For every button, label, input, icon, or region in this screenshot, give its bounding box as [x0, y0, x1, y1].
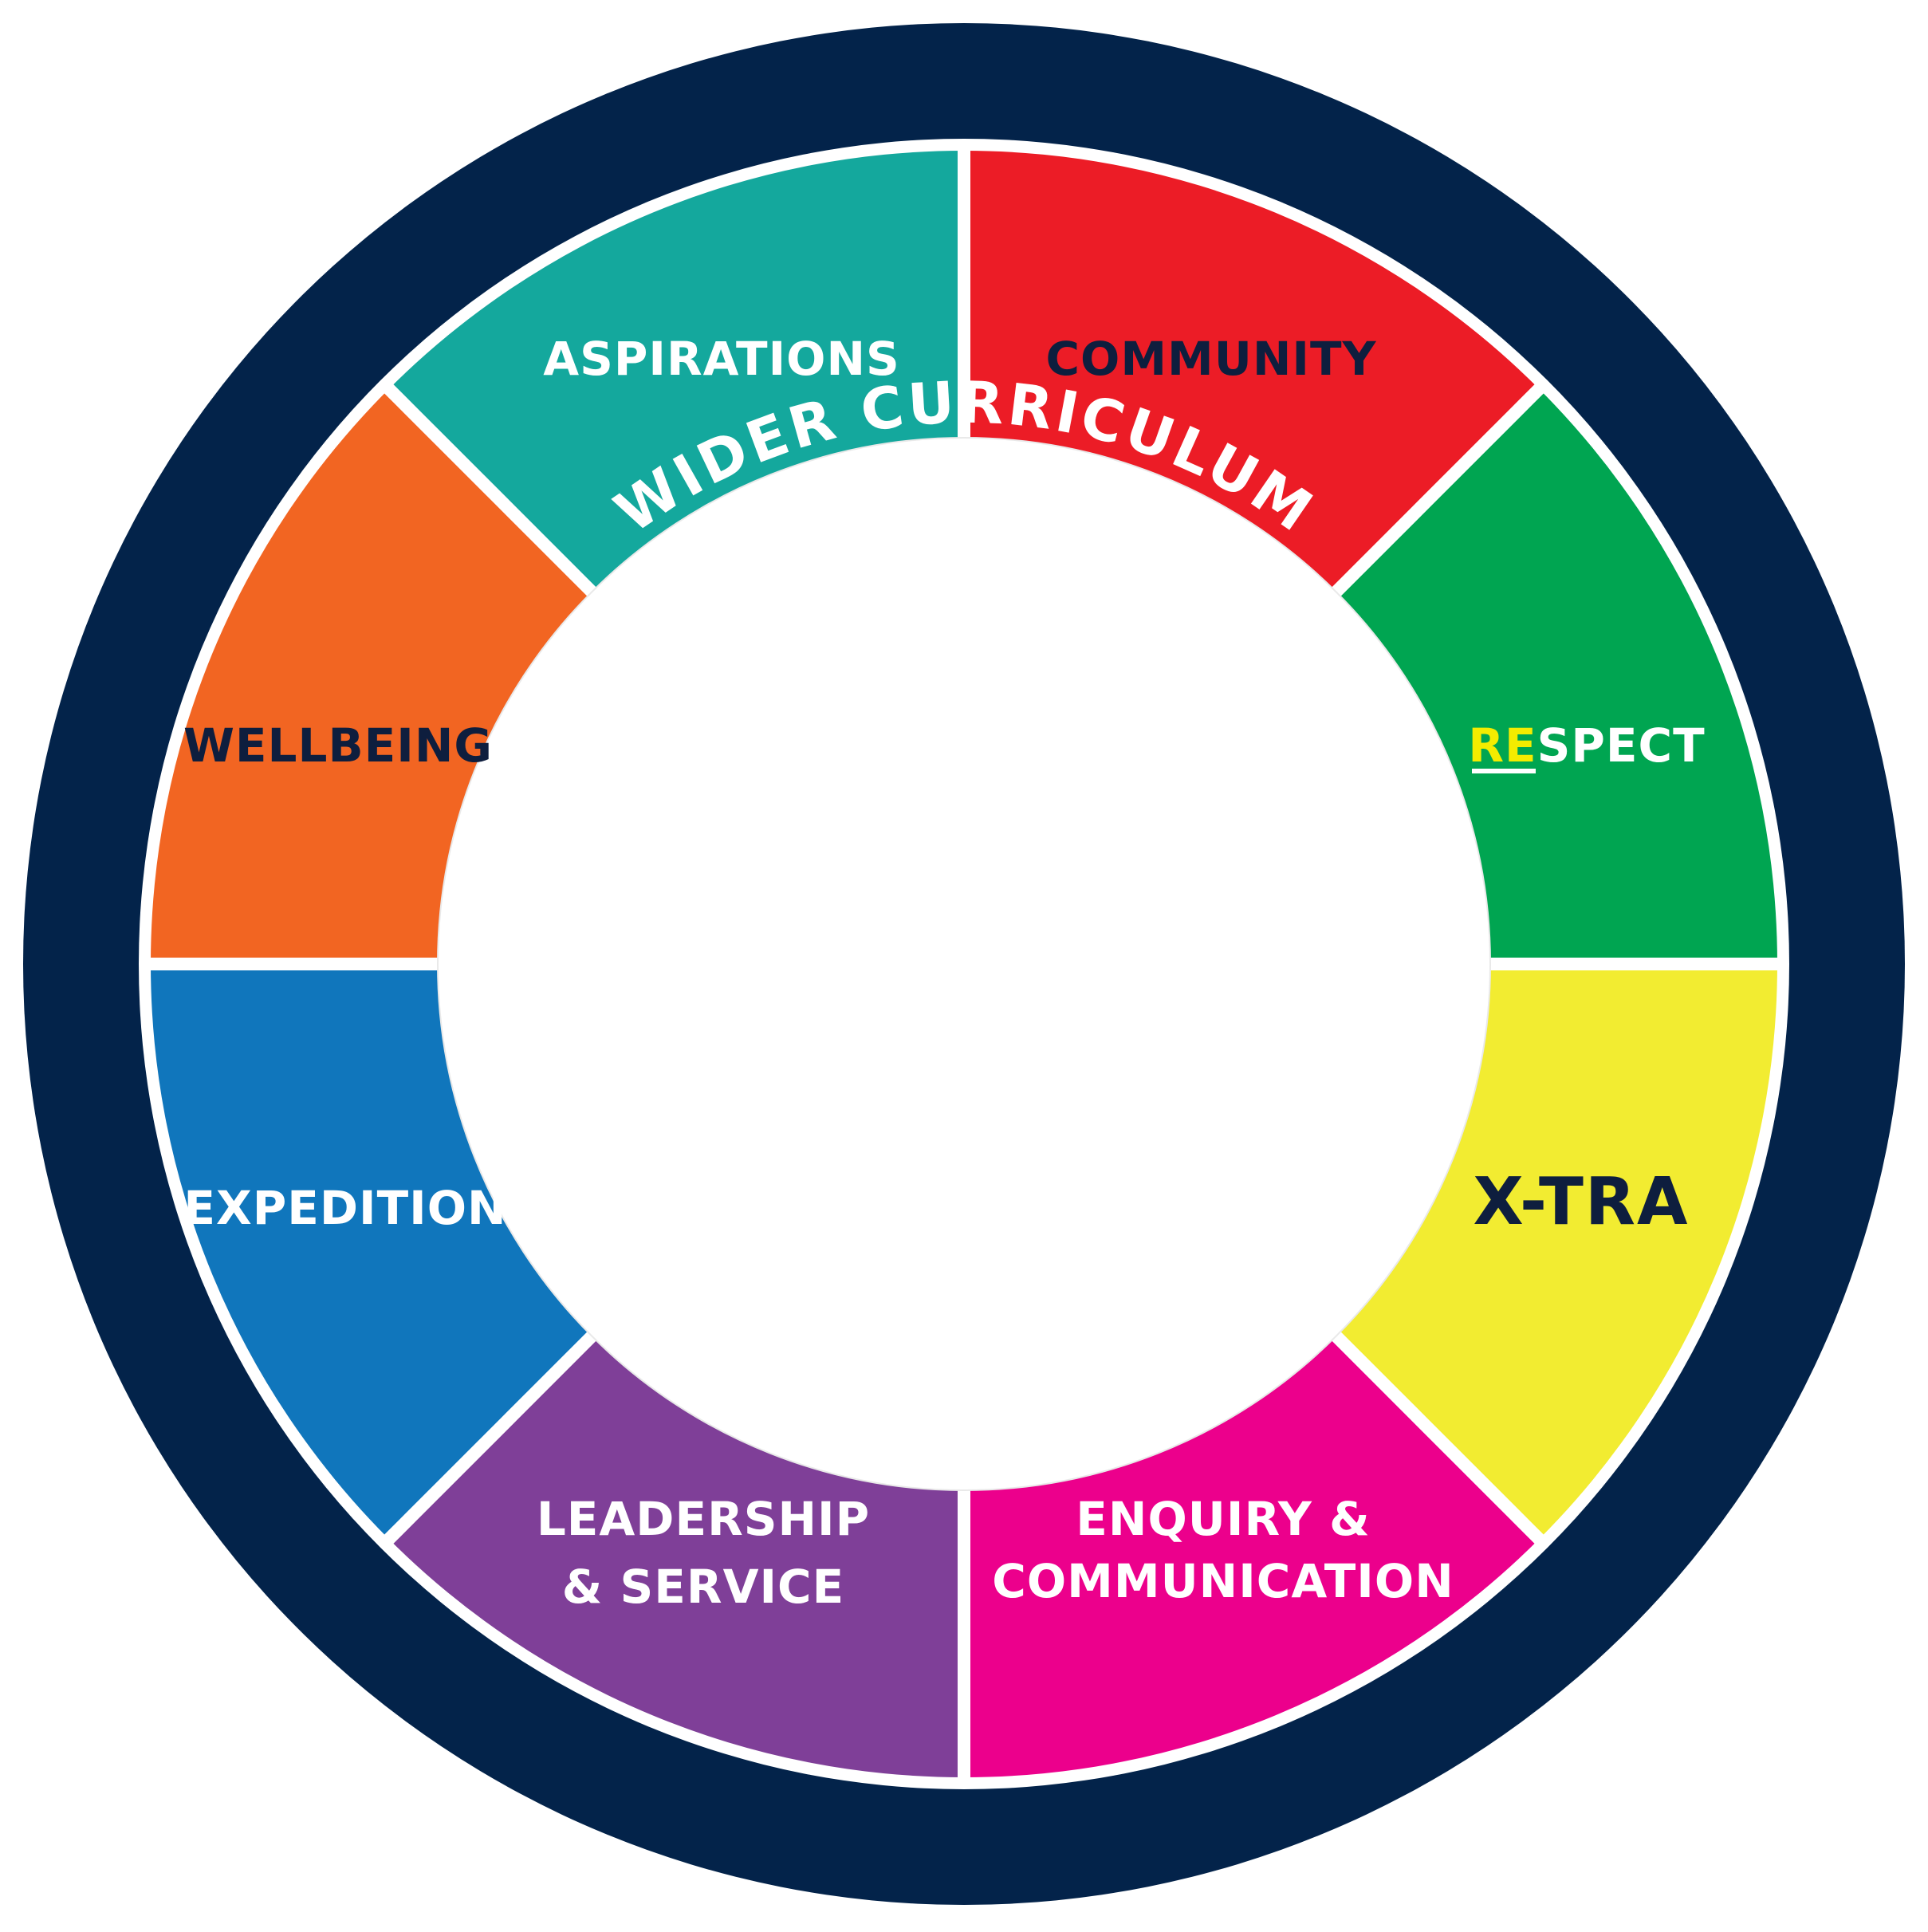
- divider-spoke: [1328, 1328, 1549, 1549]
- segment-xtra: [1336, 964, 1777, 1540]
- divider-spoke: [379, 379, 600, 600]
- label-expedition: EXPEDITION: [183, 1181, 506, 1235]
- label-enquiry-line1: ENQUIRY &: [1076, 1492, 1370, 1546]
- divider-spokes: [143, 143, 1785, 1785]
- divider-spoke: [1328, 379, 1549, 600]
- segment-leadership: [388, 1336, 964, 1777]
- segment-respect: [1336, 388, 1777, 964]
- respect-underline: [1472, 769, 1536, 773]
- label-leadership-line1: LEADERSHIP: [537, 1492, 870, 1546]
- segment-community: [964, 151, 1540, 592]
- label-respect: RESPECT: [1468, 718, 1705, 773]
- label-aspirations: ASPIRATIONS: [543, 332, 900, 386]
- segment-expedition: [151, 964, 592, 1540]
- segment-aspirations: [388, 151, 964, 592]
- label-enquiry-line2: COMMUNICATION: [992, 1554, 1454, 1608]
- label-leadership-line2: & SERVICE: [562, 1560, 844, 1614]
- label-respect-highlight: RE: [1468, 718, 1536, 773]
- segment-wellbeing: [151, 388, 592, 964]
- label-wellbeing: WELLBEING: [183, 718, 493, 773]
- label-community: COMMUNITY: [1045, 332, 1376, 386]
- segment-group: [151, 151, 1777, 1777]
- label-xtra: X-TRA: [1473, 1164, 1689, 1240]
- label-respect-rest: SPECT: [1537, 718, 1706, 773]
- divider-spoke: [379, 1328, 600, 1549]
- center-hub: [437, 437, 1491, 1491]
- segment-enquiry: [964, 1336, 1540, 1777]
